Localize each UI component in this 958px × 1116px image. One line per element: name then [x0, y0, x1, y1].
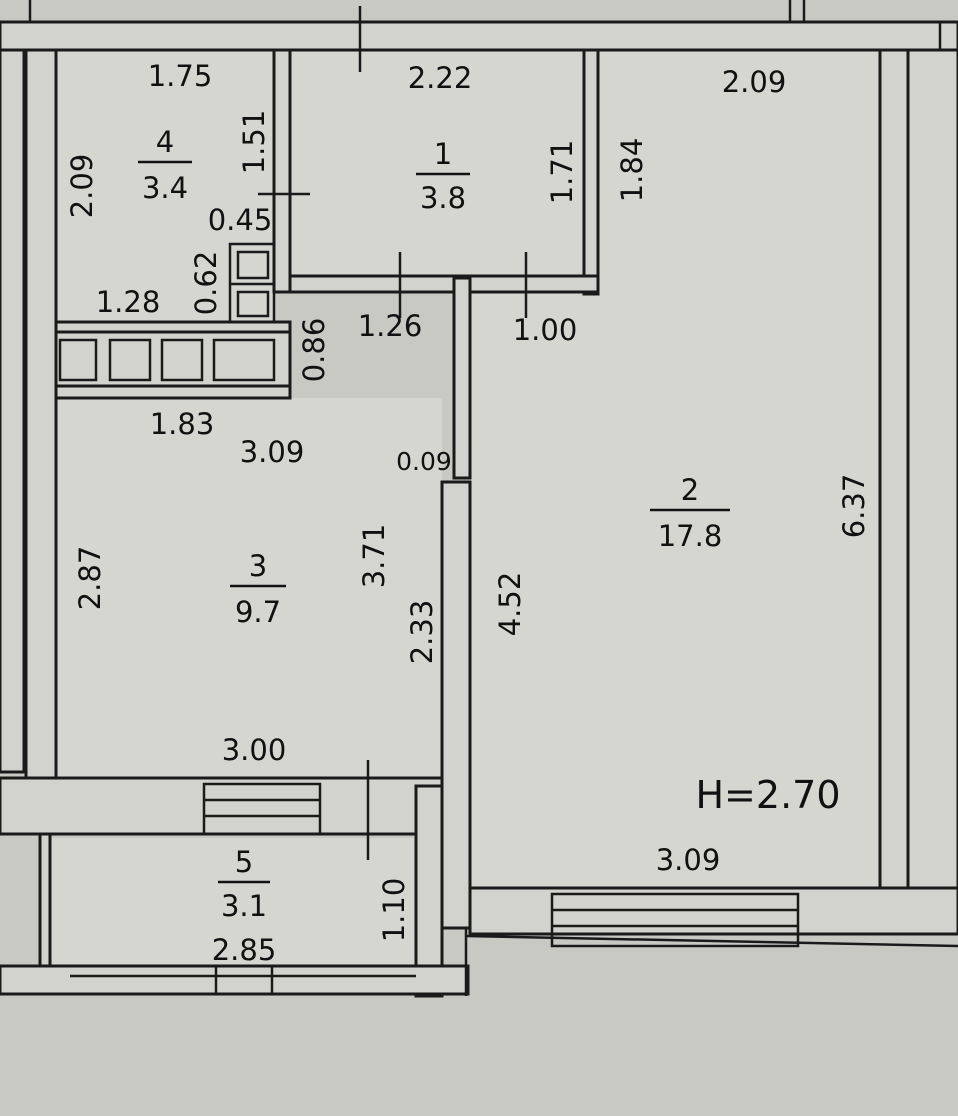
- dim-2-09-top: 2.09: [722, 65, 787, 99]
- ceiling-height: H=2.70: [695, 773, 840, 817]
- right-exterior-wall: [878, 48, 910, 936]
- dim-3-09-left: 3.09: [240, 435, 305, 469]
- dim-1-83: 1.83: [150, 407, 215, 441]
- dim-0-86: 0.86: [297, 318, 331, 383]
- shaft-cell: [236, 250, 270, 280]
- room-3-area: 9.7: [235, 595, 281, 629]
- dim-1-84: 1.84: [615, 138, 649, 203]
- dim-1-00: 1.00: [513, 313, 578, 347]
- dim-3-09-bottom: 3.09: [656, 843, 721, 877]
- room-5-floor: [50, 838, 416, 968]
- dim-2-87: 2.87: [73, 546, 107, 611]
- left-neighbor-wall: [0, 48, 26, 774]
- partition-4-1: [272, 48, 292, 294]
- cabinet-cell: [160, 338, 204, 382]
- room-2-number: 2: [681, 473, 699, 507]
- right-neighbor-wall: [906, 48, 958, 890]
- dim-1-51: 1.51: [237, 110, 271, 175]
- balcony-wall: [0, 776, 444, 836]
- dim-2-85: 2.85: [212, 933, 277, 967]
- dim-3-00: 3.00: [222, 733, 287, 767]
- dim-1-10: 1.10: [377, 878, 411, 943]
- dim-2-33: 2.33: [405, 600, 439, 665]
- room-1-area: 3.8: [420, 181, 466, 215]
- top-exterior-wall: [0, 20, 958, 52]
- dim-0-09: 0.09: [396, 447, 452, 476]
- room-5-area: 3.1: [221, 889, 267, 923]
- room-3-top-wall: [54, 384, 292, 400]
- dim-1-28: 1.28: [96, 285, 161, 319]
- cabinet-cell: [212, 338, 276, 382]
- partition-3-2-upper: [452, 276, 472, 480]
- room-2-window: [550, 892, 800, 948]
- dim-4-52: 4.52: [493, 572, 527, 637]
- dim-3-71: 3.71: [357, 524, 391, 589]
- cabinet-cell: [108, 338, 152, 382]
- dim-2-22: 2.22: [408, 61, 473, 95]
- dim-0-62: 0.62: [189, 251, 223, 316]
- room-2-area: 17.8: [658, 519, 723, 553]
- dim-1-75: 1.75: [148, 59, 213, 93]
- dim-1-71: 1.71: [545, 140, 579, 205]
- partition-1-bottom: [288, 274, 600, 294]
- room-2-floor: [470, 50, 880, 888]
- room-1-number: 1: [434, 137, 452, 171]
- outline-line: [465, 934, 958, 948]
- partition-3-2-lower: [440, 480, 472, 930]
- dim-2-09-left: 2.09: [65, 154, 99, 219]
- room-4-number: 4: [156, 125, 174, 159]
- balcony-bottom-rail: [0, 964, 470, 996]
- balcony-left-rail: [38, 832, 52, 972]
- left-exterior-wall: [24, 48, 58, 816]
- balcony-right-wall: [414, 784, 444, 998]
- dim-0-45: 0.45: [208, 203, 273, 237]
- partition-1-2: [582, 48, 600, 296]
- room-3-number: 3: [249, 549, 267, 583]
- cabinet-cell: [58, 338, 98, 382]
- room-4-area: 3.4: [142, 171, 188, 205]
- dim-6-37: 6.37: [837, 474, 871, 539]
- shaft-cell: [236, 290, 270, 318]
- room-5-number: 5: [235, 845, 253, 879]
- dim-1-26: 1.26: [358, 309, 423, 343]
- balcony-window: [202, 782, 322, 836]
- room-3-floor: [56, 398, 442, 778]
